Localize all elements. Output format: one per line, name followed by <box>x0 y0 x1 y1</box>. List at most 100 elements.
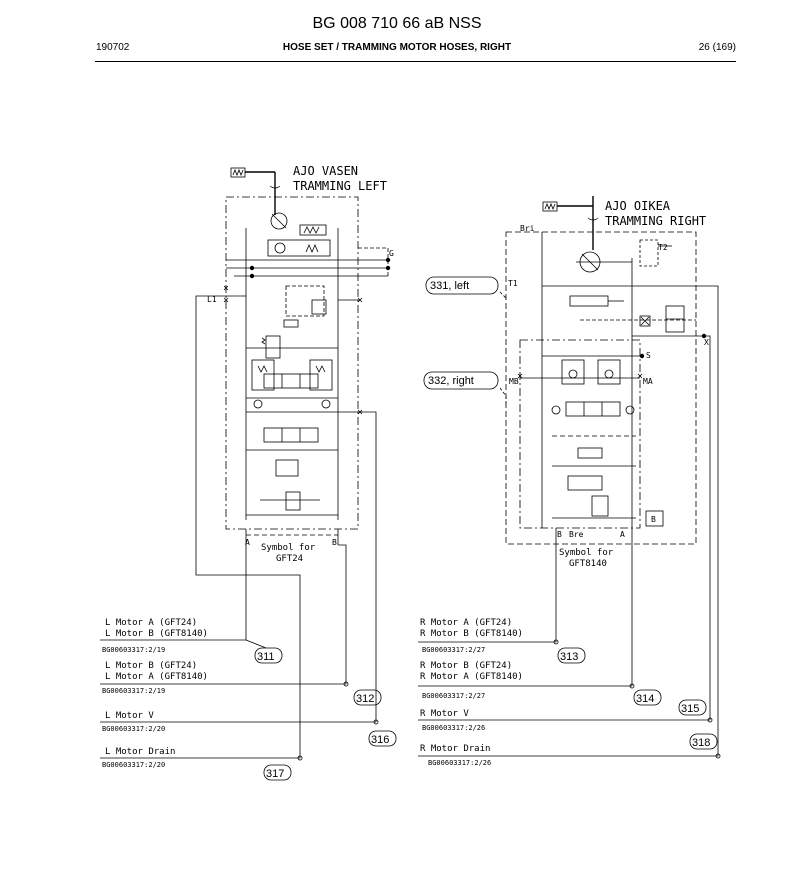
right-box-b <box>645 510 664 527</box>
left-valve-block-1 <box>267 239 331 257</box>
left-shuttle-a <box>253 399 263 409</box>
hose-311-ref: BG00603317:2/19 <box>102 646 165 654</box>
header-rule <box>95 61 736 62</box>
left-spring-1 <box>305 243 319 254</box>
left-motor-symbol <box>270 212 288 230</box>
right-brake-cylinder <box>569 295 609 307</box>
hose-312-label-1: L Motor B (GFT24) <box>105 661 197 671</box>
hose-311-path <box>245 545 267 649</box>
right-port-mb-label: MB <box>509 377 519 386</box>
left-relief-valve <box>265 335 281 359</box>
hose-317-number: 317 <box>266 768 284 780</box>
right-shuttle-b <box>625 405 635 415</box>
hose-317-node <box>297 755 303 761</box>
callout-332-label: 332, right <box>428 375 474 387</box>
left-brake-box <box>299 224 327 236</box>
left-node-g2 <box>385 265 391 271</box>
left-check-1 <box>274 242 286 254</box>
left-shuttle-b <box>321 399 331 409</box>
hose-318-label: R Motor Drain <box>420 744 490 754</box>
hose-313-number: 313 <box>560 651 578 663</box>
right-motor-unit <box>505 196 707 545</box>
left-node-1 <box>249 265 255 271</box>
hose-312-path <box>338 544 347 684</box>
left-directional-valve <box>263 373 319 389</box>
hose-312-node <box>343 681 349 687</box>
right-symbol-line1: Symbol for <box>559 548 614 558</box>
right-lever-spring <box>544 202 556 211</box>
left-title-en: TRAMMING LEFT <box>293 179 387 193</box>
left-check-spring-b <box>315 365 326 373</box>
left-lever-spring <box>232 168 244 177</box>
hose-316-label: L Motor V <box>105 711 154 721</box>
right-check-block-a <box>561 359 585 385</box>
right-directional-valve <box>565 401 621 417</box>
left-pilot-valve <box>311 299 327 315</box>
hose-314-label-2: R Motor A (GFT8140) <box>420 672 523 682</box>
hose-311-number: 311 <box>257 651 275 663</box>
right-orifice-box <box>639 315 651 327</box>
right-relief-valve <box>591 495 609 517</box>
hose-317-bubble <box>263 764 292 781</box>
right-orifice-cross <box>640 316 650 326</box>
hose-314-node <box>629 683 635 689</box>
left-cross-4 <box>357 409 363 415</box>
hose-315-label: R Motor V <box>420 709 469 719</box>
right-check-a <box>568 369 578 379</box>
right-node-s <box>639 353 645 359</box>
hose-314-number: 314 <box>636 693 654 705</box>
hose-315-number: 315 <box>681 703 699 715</box>
callout-331-leader <box>499 291 507 300</box>
hose-311-label-1: L Motor A (GFT24) <box>105 618 197 628</box>
hose-312-label-2: L Motor A (GFT8140) <box>105 672 208 682</box>
hose-318-node <box>715 753 721 759</box>
left-port-l1-label: L1 <box>207 295 217 304</box>
right-cross-ma <box>637 373 643 379</box>
right-cross-mb <box>517 373 523 379</box>
left-node-g1 <box>385 257 391 263</box>
hose-313-label-2: R Motor B (GFT8140) <box>420 629 523 639</box>
hose-316-path <box>362 411 377 722</box>
hose-312-ref: BG00603317:2/19 <box>102 687 165 695</box>
callout-332-leader <box>499 387 507 404</box>
hose-316-number: 316 <box>371 734 389 746</box>
right-port-s-label: S <box>646 351 651 360</box>
hose-313-label-1: R Motor A (GFT24) <box>420 618 512 628</box>
hose-318-ref: BG00603317:2/26 <box>428 759 491 767</box>
hose-313-ref: BG00603317:2/27 <box>422 646 485 654</box>
hose-314-ref: BG00603317:2/27 <box>422 692 485 700</box>
right-port-bre-label: Bre <box>569 530 584 539</box>
hose-312-number: 312 <box>356 693 374 705</box>
document-title: BG 008 710 66 aB NSS <box>312 15 482 32</box>
right-shuttle-a <box>551 405 561 415</box>
left-valve-small <box>275 459 299 477</box>
callout-331-bubble <box>425 276 499 295</box>
left-housing-outline <box>225 196 359 530</box>
left-relief-spring <box>261 337 266 345</box>
right-port-b-label: B <box>557 530 562 539</box>
right-port-ma-label: MA <box>643 377 653 386</box>
hose-316-node <box>373 719 379 725</box>
left-port-g-label: G <box>389 249 394 258</box>
right-port-t1-label: T1 <box>508 279 518 288</box>
right-t2-box <box>639 239 659 267</box>
left-cross-3 <box>357 297 363 303</box>
left-title-fi: AJO VASEN <box>293 164 358 178</box>
hose-317-path <box>195 295 301 758</box>
hose-315-node <box>707 717 713 723</box>
hose-311-label-2: L Motor B (GFT8140) <box>105 629 208 639</box>
right-title-en: TRAMMING RIGHT <box>605 214 706 228</box>
hose-318-number: 318 <box>692 737 710 749</box>
hose-317-ref: BG00603317:2/20 <box>102 761 165 769</box>
right-port-t2-label: T2 <box>658 243 668 252</box>
hose-314-bubble <box>633 689 662 706</box>
right-valve-small <box>567 475 603 491</box>
left-lever-arrow <box>269 185 281 189</box>
hose-315-path <box>704 335 711 720</box>
hose-317-label: L Motor Drain <box>105 747 175 757</box>
left-node-2 <box>249 273 255 279</box>
hose-315-bubble <box>678 699 707 716</box>
left-port-a-label: A <box>245 538 250 547</box>
page-number: 26 (169) <box>698 42 736 53</box>
